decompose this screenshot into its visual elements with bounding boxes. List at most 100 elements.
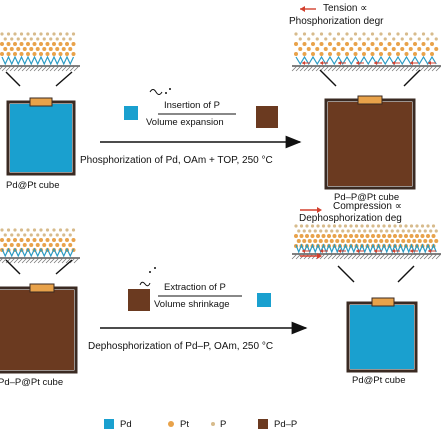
support-hatch <box>391 65 398 72</box>
pt-atom <box>423 239 428 243</box>
p-atom <box>349 37 353 41</box>
support-hatch <box>367 65 374 72</box>
pt-atom <box>306 47 311 51</box>
support-hatch <box>5 257 12 264</box>
p-atom <box>39 32 43 36</box>
p-atom <box>294 32 298 36</box>
pt-atom <box>307 239 312 243</box>
support-hatch <box>423 65 430 72</box>
pt-atom <box>19 42 24 46</box>
p-atom <box>52 228 56 232</box>
support-hatch <box>379 65 386 72</box>
pt-atom <box>39 42 43 46</box>
support-hatch <box>423 253 430 260</box>
p-atom <box>418 229 422 233</box>
support-hatch <box>69 257 76 264</box>
support-hatch <box>0 65 4 70</box>
support-hatch <box>9 257 16 264</box>
p-atom <box>6 32 11 36</box>
pt-atom <box>16 47 21 51</box>
lattice-zigzag <box>295 243 437 254</box>
support-hatch <box>69 65 76 72</box>
support-hatch <box>307 65 314 72</box>
support-hatch <box>323 65 330 72</box>
pt-atom <box>434 239 439 243</box>
support-hatch <box>21 65 28 72</box>
strain-arrow-head <box>428 61 431 65</box>
strain-arrow-head <box>356 249 359 253</box>
support-hatch <box>37 257 44 264</box>
p-atom <box>321 224 326 228</box>
callout-line <box>337 265 355 283</box>
p-atom <box>6 228 11 232</box>
pt-atom <box>354 234 359 238</box>
support-hatch <box>303 65 310 72</box>
p-atom <box>345 32 349 36</box>
pt-atom <box>413 52 417 56</box>
pt-atom <box>396 42 400 46</box>
pt-atom <box>379 42 383 46</box>
pt-atom <box>328 42 332 46</box>
pt-atom <box>421 52 426 56</box>
support-hatch <box>61 65 68 72</box>
p-extraction-icon <box>139 281 151 287</box>
pt-atom <box>52 42 56 46</box>
support-hatch <box>41 257 48 264</box>
p-atom <box>302 229 306 233</box>
p-atom <box>0 32 4 36</box>
support-hatch <box>379 253 386 260</box>
pt-atom <box>65 52 69 56</box>
p-atom <box>328 32 332 36</box>
support-hatch <box>339 65 346 72</box>
pt-atom <box>430 42 434 46</box>
support-hatch <box>363 65 370 72</box>
pt-atom <box>351 239 356 243</box>
p-atom <box>332 37 336 41</box>
support-hatch <box>13 257 20 264</box>
support-hatch <box>347 65 354 72</box>
pt-atom <box>68 47 73 51</box>
pt-atom <box>48 47 53 51</box>
p-atom <box>311 32 315 36</box>
p-atom <box>338 224 342 228</box>
support-hatch <box>29 65 36 72</box>
pt-dot-icon <box>168 421 174 427</box>
pt-atom <box>353 42 358 46</box>
support-hatch <box>37 65 44 72</box>
pt-atom <box>353 52 358 56</box>
support-hatch <box>1 257 8 264</box>
top-right-lattice <box>291 32 441 72</box>
support-hatch <box>327 65 334 72</box>
p-atom <box>307 37 311 41</box>
p-atom <box>62 233 66 237</box>
support-hatch <box>347 253 354 260</box>
pt-atom <box>42 47 47 51</box>
pt-atom <box>431 234 436 238</box>
support-hatch <box>351 65 358 72</box>
pt-atom <box>349 234 353 238</box>
p-atom <box>23 233 27 237</box>
p-atom <box>32 228 37 232</box>
strain-arrow-head <box>374 249 377 253</box>
strain-arrow-head <box>356 61 359 65</box>
support-hatch <box>431 65 438 72</box>
p-atom <box>71 228 76 232</box>
support-hatch <box>319 253 326 260</box>
pt-atom <box>26 52 30 56</box>
pt-atom <box>55 47 60 51</box>
pt-atom <box>376 234 381 238</box>
callout-line <box>5 71 21 87</box>
p-atom <box>26 32 30 36</box>
pt-atom <box>58 52 63 56</box>
p-atom <box>315 37 319 41</box>
pt-atom <box>45 238 50 242</box>
callout-line <box>55 71 73 87</box>
pt-atom <box>374 47 379 51</box>
pt-atom <box>387 52 392 56</box>
pt-atom <box>45 52 50 56</box>
pt-atom <box>357 47 362 51</box>
support-hatch <box>427 253 434 260</box>
support-hatch <box>57 65 64 72</box>
pt-atom <box>379 52 383 56</box>
pt-atom <box>19 238 24 242</box>
